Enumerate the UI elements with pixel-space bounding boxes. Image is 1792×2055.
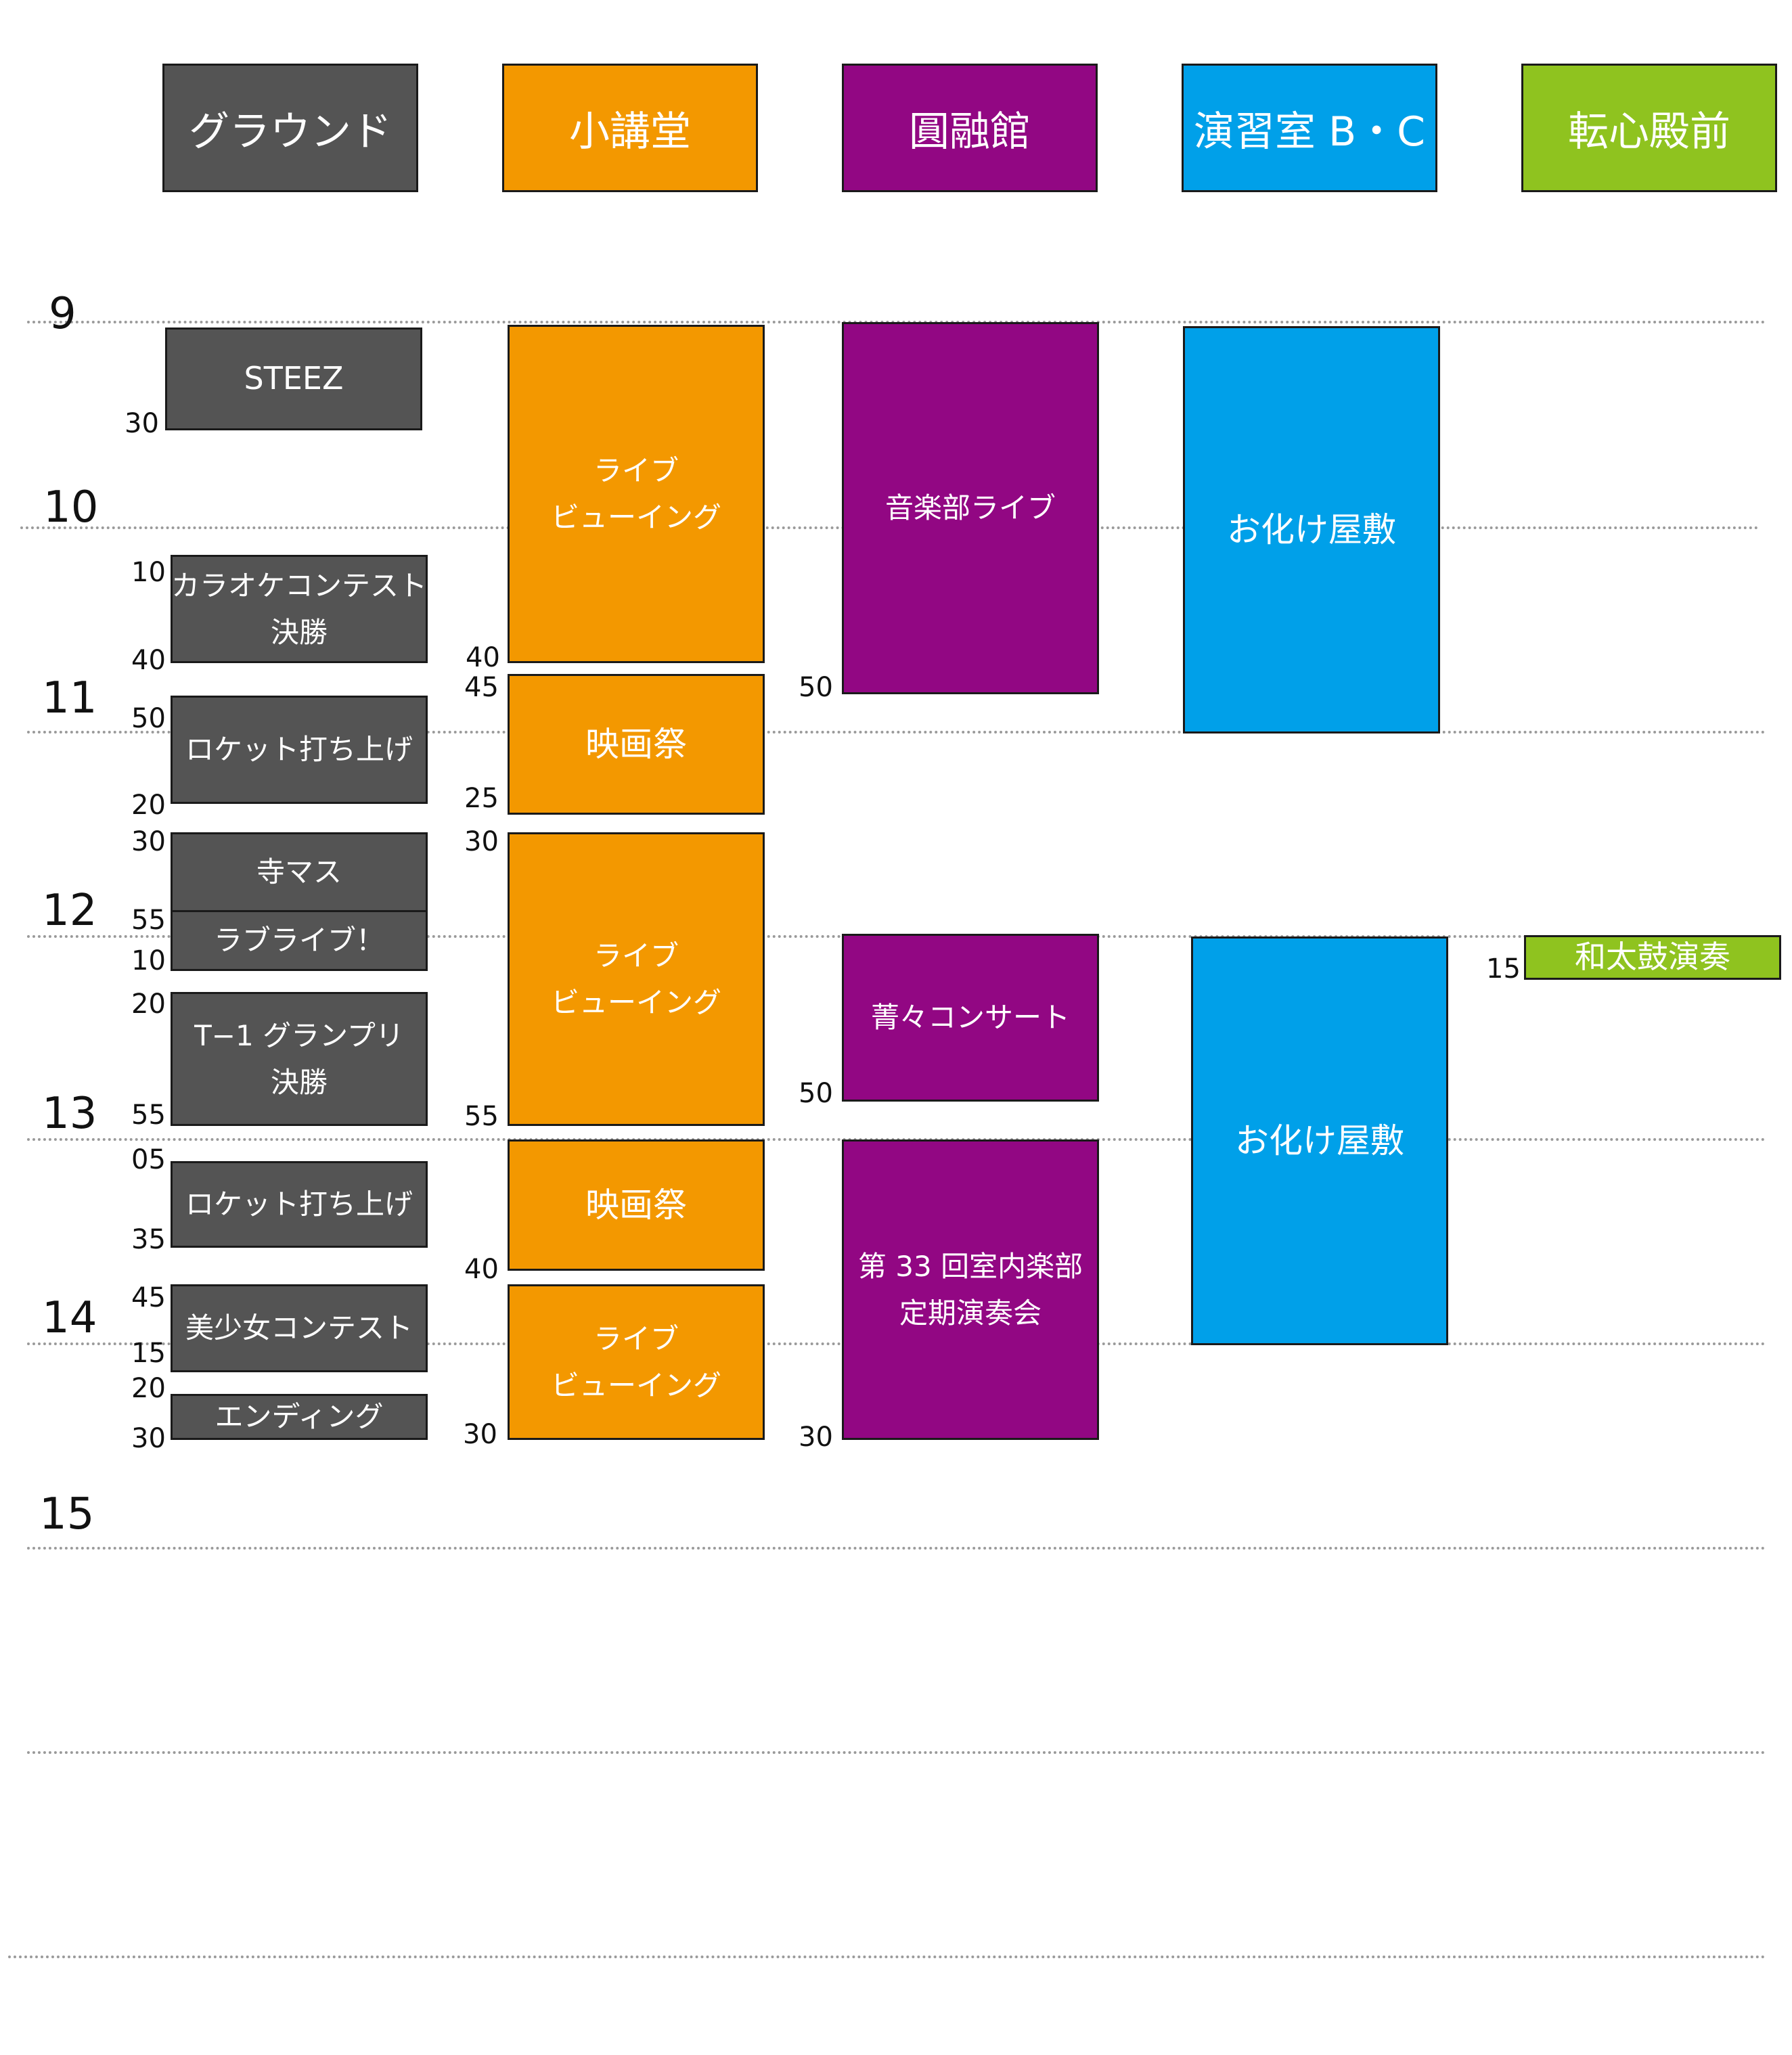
start-minute: 20 xyxy=(131,989,166,1020)
end-minute: 40 xyxy=(131,645,166,676)
event-title-line2: ビューイング xyxy=(550,501,721,534)
event-live-viewing-2[interactable]: ライブ ビューイング xyxy=(508,832,765,1126)
end-minute: 15 xyxy=(131,1338,166,1369)
event-title-line2: 決勝 xyxy=(270,616,328,649)
event-haunted-house-2[interactable]: お化け屋敷 xyxy=(1191,936,1448,1345)
event-rocket-launch-1[interactable]: ロケット打ち上げ xyxy=(171,696,428,804)
event-title: 音楽部ライブ xyxy=(884,491,1056,525)
grid-line-extra-2 xyxy=(8,1956,1766,1958)
venue-name: 演習室 B・C xyxy=(1193,108,1426,156)
event-teramasu[interactable]: 寺マス xyxy=(171,832,428,912)
event-title: エンディング xyxy=(215,1400,384,1434)
event-steez[interactable]: STEEZ xyxy=(165,328,422,430)
end-minute: 20 xyxy=(131,790,166,821)
hour-label-10: 10 xyxy=(43,482,99,533)
event-title: ライブ xyxy=(593,453,679,487)
event-film-festival-2[interactable]: 映画祭 xyxy=(508,1139,765,1271)
event-film-festival-1[interactable]: 映画祭 xyxy=(508,674,765,815)
end-minute: 35 xyxy=(131,1224,166,1255)
event-title: 映画祭 xyxy=(585,1185,687,1225)
event-title: 寺マス xyxy=(256,855,342,889)
end-minute: 55 xyxy=(131,905,166,936)
venue-header-enyu: 圓融館 xyxy=(842,64,1098,192)
event-seisei-concert[interactable]: 菁々コンサート xyxy=(842,934,1099,1102)
venue-name: 小講堂 xyxy=(569,108,691,156)
event-live-viewing-1[interactable]: ライブ ビューイング xyxy=(508,325,765,663)
end-minute: 40 xyxy=(466,642,500,673)
venue-name: 圓融館 xyxy=(909,108,1031,156)
event-wadaiko-performance[interactable]: 和太鼓演奏 xyxy=(1524,935,1781,980)
event-ending[interactable]: エンディング xyxy=(171,1394,428,1440)
end-minute: 30 xyxy=(131,1423,166,1454)
event-rocket-launch-2[interactable]: ロケット打ち上げ xyxy=(171,1161,428,1248)
event-title: STEEZ xyxy=(244,360,344,397)
end-minute: 30 xyxy=(799,1422,833,1453)
event-title: 菁々コンサート xyxy=(870,1001,1070,1035)
event-lovelive[interactable]: ラブライブ！ xyxy=(171,910,428,971)
hour-line-11 xyxy=(27,731,1766,733)
event-title-line2: 定期演奏会 xyxy=(899,1296,1041,1330)
event-title-line2: ビューイング xyxy=(550,1369,721,1402)
venue-header-ground: グラウンド xyxy=(162,64,418,192)
start-minute: 30 xyxy=(131,826,166,857)
hour-label-14: 14 xyxy=(42,1293,97,1343)
end-minute: 30 xyxy=(125,408,159,439)
event-title-line2: 決勝 xyxy=(270,1066,328,1099)
venue-name: グラウンド xyxy=(189,108,392,156)
venue-name: 転心殿前 xyxy=(1568,108,1730,156)
event-t1-grandprix[interactable]: T−1 グランプリ 決勝 xyxy=(171,992,428,1126)
event-title: 映画祭 xyxy=(585,724,687,764)
end-minute: 50 xyxy=(799,1078,833,1109)
start-minute: 10 xyxy=(131,557,166,588)
end-minute: 25 xyxy=(464,783,499,814)
hour-label-9: 9 xyxy=(49,289,76,339)
venue-header-tenshin: 転心殿前 xyxy=(1521,64,1777,192)
event-title: お化け屋敷 xyxy=(1235,1121,1404,1160)
event-live-viewing-3[interactable]: ライブ ビューイング xyxy=(508,1284,765,1440)
start-minute: 15 xyxy=(1486,953,1521,985)
event-title: ロケット打ち上げ xyxy=(185,1188,413,1221)
event-title: ライブ xyxy=(593,1322,679,1355)
end-minute: 10 xyxy=(131,945,166,976)
event-title: 美少女コンテスト xyxy=(185,1311,413,1345)
end-minute: 50 xyxy=(799,672,833,703)
event-title: ラブライブ！ xyxy=(213,924,384,957)
event-haunted-house-1[interactable]: お化け屋敷 xyxy=(1183,326,1440,733)
event-title: カラオケコンテスト xyxy=(171,568,428,602)
hour-label-15: 15 xyxy=(39,1489,95,1539)
start-minute: 30 xyxy=(464,826,499,857)
event-bishoujo-contest[interactable]: 美少女コンテスト xyxy=(171,1284,428,1372)
start-minute: 50 xyxy=(131,703,166,734)
end-minute: 30 xyxy=(463,1419,497,1450)
end-minute: 55 xyxy=(131,1100,166,1131)
grid-line-extra-1 xyxy=(27,1751,1766,1754)
event-title: ライブ xyxy=(593,939,679,972)
venue-header-ensyu: 演習室 B・C xyxy=(1182,64,1437,192)
event-chamber-music-concert[interactable]: 第 33 回室内楽部 定期演奏会 xyxy=(842,1139,1099,1440)
end-minute: 55 xyxy=(464,1101,499,1132)
event-title-line2: ビューイング xyxy=(550,986,721,1019)
start-minute: 45 xyxy=(131,1282,166,1313)
event-title: 和太鼓演奏 xyxy=(1575,939,1730,976)
event-title: お化け屋敷 xyxy=(1227,510,1396,549)
start-minute: 45 xyxy=(464,672,499,703)
hour-label-12: 12 xyxy=(42,886,97,936)
event-title: 第 33 回室内楽部 xyxy=(857,1249,1083,1283)
event-title: T−1 グランプリ xyxy=(194,1018,404,1052)
event-title: ロケット打ち上げ xyxy=(185,733,413,767)
event-music-club-live[interactable]: 音楽部ライブ xyxy=(842,322,1099,694)
end-minute: 40 xyxy=(464,1254,499,1285)
start-minute: 05 xyxy=(131,1144,166,1175)
event-karaoke-contest[interactable]: カラオケコンテスト 決勝 xyxy=(171,555,428,663)
hour-line-15 xyxy=(27,1547,1766,1550)
venue-header-koudou: 小講堂 xyxy=(502,64,758,192)
start-minute: 20 xyxy=(131,1373,166,1404)
hour-label-13: 13 xyxy=(42,1089,97,1139)
hour-label-11: 11 xyxy=(42,673,97,723)
